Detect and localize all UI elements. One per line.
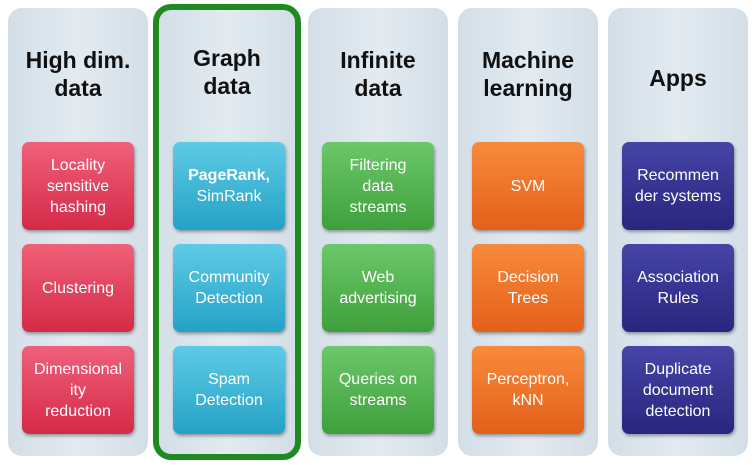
card-label: Web advertising xyxy=(339,269,417,307)
card-svm[interactable]: SVM xyxy=(472,142,584,230)
column-title: Graph data xyxy=(193,45,261,99)
card-label: Decision Trees xyxy=(497,269,559,307)
card-label: Locality sensitive hashing xyxy=(46,156,110,216)
column-apps: Apps Recommen der systems Association Ru… xyxy=(608,8,748,456)
column-graph-data: Graph data PageRank, SimRank Community De… xyxy=(153,4,301,460)
card-label-rest: SimRank xyxy=(196,188,262,205)
card-web-advertising[interactable]: Web advertising xyxy=(322,244,434,332)
card-label: SVM xyxy=(510,177,546,195)
column-title: Infinite data xyxy=(340,47,416,101)
card-locality-sensitive-hashing[interactable]: Locality sensitive hashing xyxy=(22,142,134,230)
card-clustering[interactable]: Clustering xyxy=(22,244,134,332)
card-pagerank-simrank[interactable]: PageRank, SimRank xyxy=(173,142,285,230)
card-perceptron-knn[interactable]: Perceptron, kNN xyxy=(472,346,584,434)
card-label: Association Rules xyxy=(637,269,719,307)
card-dimensionality-reduction[interactable]: Dimensional ity reduction xyxy=(22,346,134,434)
column-title: High dim. data xyxy=(25,47,131,101)
card-label: Perceptron, kNN xyxy=(486,371,570,409)
card-recommender-systems[interactable]: Recommen der systems xyxy=(622,142,734,230)
card-label-bold: PageRank, xyxy=(188,167,270,184)
card-label: Clustering xyxy=(41,279,115,297)
card-label: Recommen der systems xyxy=(634,167,722,205)
card-label: Community Detection xyxy=(188,269,270,307)
card-community-detection[interactable]: Community Detection xyxy=(173,244,285,332)
column-machine-learning: Machine learning SVM Decision Trees Perc… xyxy=(458,8,598,456)
card-queries-on-streams[interactable]: Queries on streams xyxy=(322,346,434,434)
card-duplicate-document-detection[interactable]: Duplicate document detection xyxy=(622,346,734,434)
card-label: Filtering data streams xyxy=(349,156,407,216)
card-label: Duplicate document detection xyxy=(642,360,714,420)
card-label: Queries on streams xyxy=(338,371,418,409)
column-high-dim-data: High dim. data Locality sensitive hashin… xyxy=(8,8,148,456)
column-title: Machine learning xyxy=(481,47,575,101)
card-association-rules[interactable]: Association Rules xyxy=(622,244,734,332)
card-label: Spam Detection xyxy=(195,371,263,409)
card-label: Dimensional ity reduction xyxy=(33,360,123,420)
card-label: PageRank, SimRank xyxy=(188,165,270,207)
card-decision-trees[interactable]: Decision Trees xyxy=(472,244,584,332)
card-spam-detection[interactable]: Spam Detection xyxy=(173,346,285,434)
column-infinite-data: Infinite data Filtering data streams Web… xyxy=(308,8,448,456)
column-title: Apps xyxy=(649,65,707,91)
card-filtering-data-streams[interactable]: Filtering data streams xyxy=(322,142,434,230)
